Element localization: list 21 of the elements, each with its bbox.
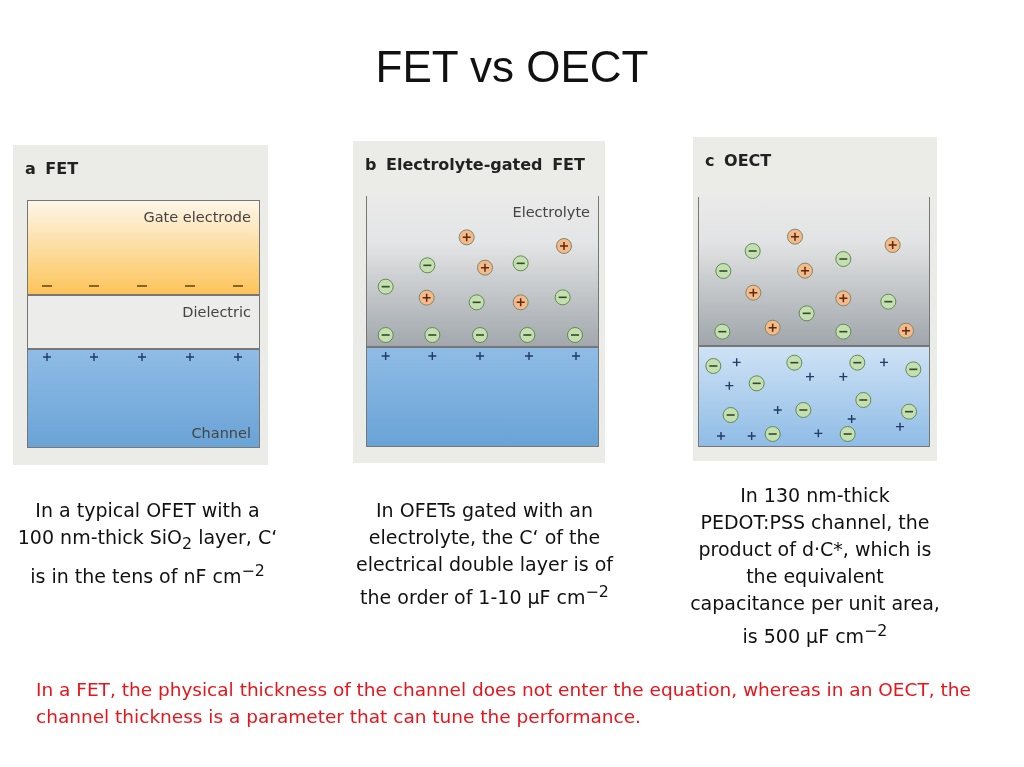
gate-electrode-layer [27,200,260,295]
electrolyte-layer [366,196,599,347]
panel [13,145,268,465]
layer-label: Dielectric [182,304,251,320]
layer-label: Channel [191,425,251,441]
note-text: In a FET, the physical thickness of the channel does not enter the equation, whereas in an OECT, the channel thickness is a parameter that can tune the performance. [36,678,972,729]
caption-text: In 130 nm-thick PEDOT:PSS channel, the product of d·C*, which is the equivalent capacitance per unit area, is 500 µF cm$^{−2}$ [690,483,940,650]
layer-label: Electrolyte [512,204,590,220]
caption-text: In a typical OFET with a 100 nm-thick SiO$_{2}$ layer, C‘ is in the tens of nF cm$^{−2}$ [16,498,279,590]
panel [693,137,937,461]
electrolyte-layer [698,197,930,346]
panel [353,141,605,463]
channel-layer [27,349,260,448]
panel-heading: c OECT [705,151,772,170]
panel-heading: b Electrolyte-gated FET [365,155,585,174]
slide-title: FET vs OECT [374,42,650,92]
caption-text: In OFETs gated with an electrolyte, the C‘ of the electrical double layer is of the order of 1-10 µF cm$^{−2}$ [354,498,615,611]
layer-label: Gate electrode [143,209,251,225]
dielectric-layer [27,295,260,349]
channel-layer [366,347,599,447]
panel-heading: a FET [25,159,79,178]
